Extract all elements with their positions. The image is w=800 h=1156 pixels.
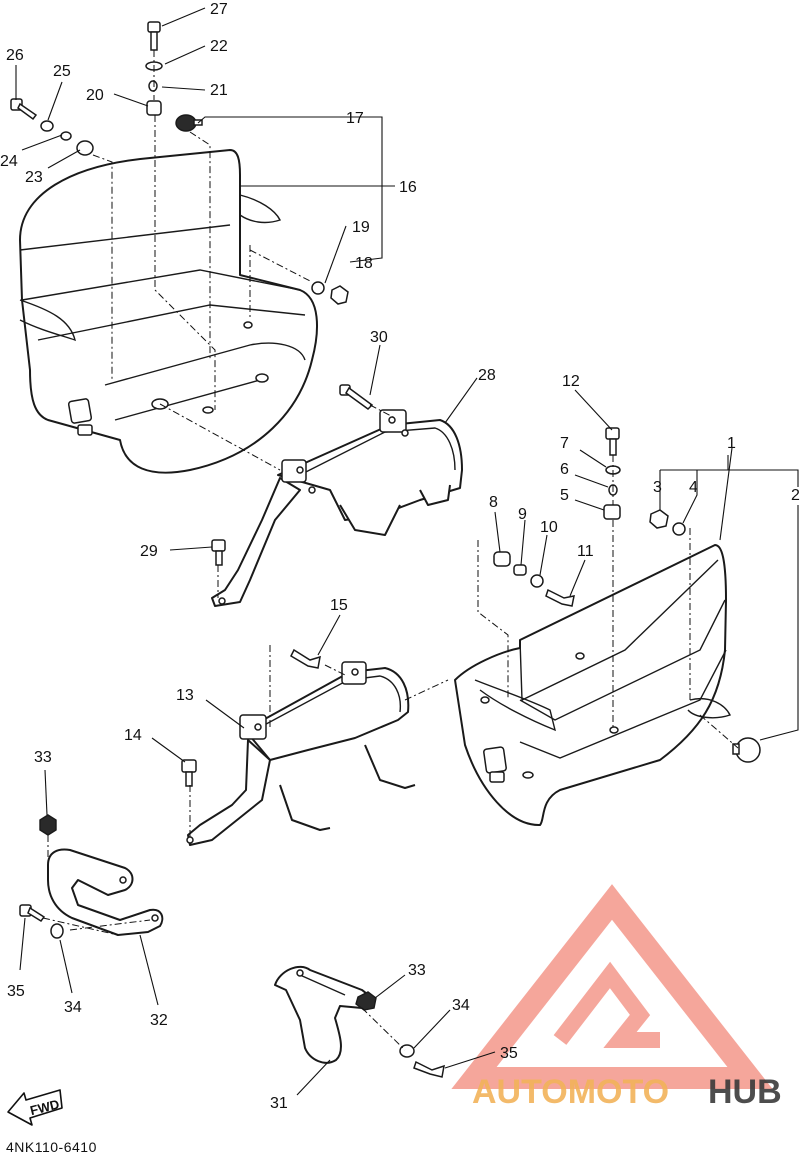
bolt-14 [181, 759, 197, 787]
label-34b: 34 [452, 997, 470, 1014]
label-23: 23 [25, 169, 43, 186]
washer-10 [530, 574, 544, 588]
washer-34a [50, 923, 64, 939]
diagram-code: 4NK110-6410 [6, 1139, 97, 1155]
fwd-label: FWD [28, 1096, 60, 1118]
label-22: 22 [210, 38, 228, 55]
label-20: 20 [86, 87, 104, 104]
guard-bar-31 [274, 965, 369, 1064]
fwd-arrow-icon: FWD [7, 1089, 63, 1126]
bolt-30 [339, 384, 374, 410]
label-4: 4 [689, 479, 698, 496]
label-35a: 35 [7, 983, 25, 1000]
label-9: 9 [518, 506, 527, 523]
watermark-text: AUTOMOTO HUB [472, 1073, 782, 1111]
watermark-logo [451, 884, 773, 1089]
damper-23 [76, 140, 94, 156]
damper-5 [603, 504, 621, 520]
nut-33b [355, 991, 377, 1011]
label-16: 16 [399, 179, 417, 196]
label-12: 12 [562, 373, 580, 390]
label-13: 13 [176, 687, 194, 704]
label-29: 29 [140, 543, 158, 560]
nut-3 [649, 509, 669, 529]
label-11: 11 [577, 543, 594, 560]
watermark-word-part1: AUTOMOTO [472, 1073, 669, 1111]
label-30: 30 [370, 329, 388, 346]
nut-18 [330, 285, 349, 305]
label-19: 19 [352, 219, 370, 236]
washer-34b [399, 1044, 415, 1058]
collar-9 [513, 564, 527, 576]
washer-25 [40, 120, 54, 132]
label-17: 17 [346, 110, 364, 127]
bolt-26 [10, 98, 38, 121]
label-32: 32 [150, 1012, 168, 1029]
label-5: 5 [560, 487, 569, 504]
cap-2 [732, 737, 761, 763]
label-27: 27 [210, 1, 228, 18]
guard-bar-32 [47, 848, 164, 936]
part-number-labels: 27 22 21 20 17 16 19 18 26 25 24 23 30 2… [0, 1, 800, 1112]
label-8: 8 [489, 494, 498, 511]
bolt-35a [19, 904, 46, 922]
label-18: 18 [355, 255, 373, 272]
label-25: 25 [53, 63, 71, 80]
watermark-word-part2: HUB [708, 1073, 782, 1111]
label-35b: 35 [500, 1045, 518, 1062]
nut-33a [39, 814, 57, 836]
label-34a: 34 [64, 999, 82, 1016]
leader-lines [15, 7, 799, 1096]
damper-20 [146, 100, 162, 116]
lower-bracket [186, 661, 416, 846]
bolt-12 [605, 427, 620, 456]
bolt-35b [413, 1060, 445, 1078]
bolt-27 [147, 21, 161, 51]
label-26: 26 [6, 47, 24, 64]
label-33a: 33 [34, 749, 52, 766]
washer-4 [672, 522, 686, 536]
label-7: 7 [560, 435, 569, 452]
bolt-15 [290, 648, 321, 669]
label-2: 2 [791, 487, 800, 504]
label-14: 14 [124, 727, 142, 744]
damper-8 [493, 551, 511, 567]
upper-bracket [211, 409, 463, 607]
collar-24 [60, 131, 72, 141]
label-6: 6 [560, 461, 569, 478]
label-3: 3 [653, 479, 662, 496]
left-saddlebag [19, 149, 318, 474]
label-15: 15 [330, 597, 348, 614]
washer-19 [311, 281, 325, 295]
label-1: 1 [727, 435, 736, 452]
label-24: 24 [0, 153, 18, 170]
label-31: 31 [270, 1095, 288, 1112]
label-21: 21 [210, 82, 228, 99]
bolt-29 [211, 539, 226, 566]
label-33b: 33 [408, 962, 426, 979]
right-saddlebag [454, 544, 731, 827]
label-10: 10 [540, 519, 558, 536]
center-lines [42, 50, 739, 1051]
label-28: 28 [478, 367, 496, 384]
collar-21 [148, 80, 158, 92]
bolt-11 [545, 588, 575, 607]
